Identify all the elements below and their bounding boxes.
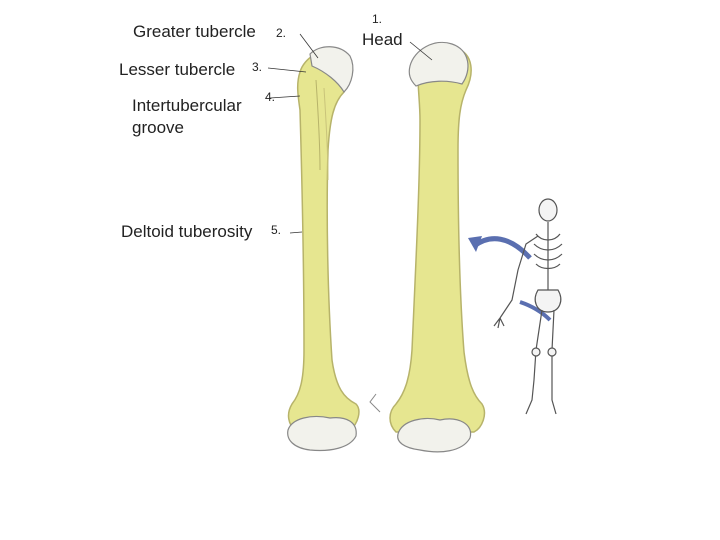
humerus-posterior-shaft [389,45,486,433]
humerus-anterior-shaft [287,49,360,433]
label-lesser-tubercle: Lesser tubercle [119,60,236,79]
humerus-anterior-head [309,46,354,93]
label-greater-tubercle: Greater tubercle [133,22,256,41]
leader-lesser-tubercle [267,67,307,73]
label-intertubercular-line1: Intertubercular [132,96,242,115]
pelvis [534,289,562,313]
leader-head [409,41,433,61]
humerus-anterior-view [287,46,360,452]
humerus-posterior-view [369,41,486,453]
humerus-posterior-distal-end [397,417,472,453]
label-deltoid-tuberosity: Deltoid tuberosity [121,222,253,241]
number-4: 4. [265,90,276,104]
raised-arm [499,235,539,319]
skull [538,198,558,222]
leader-lines [267,33,433,234]
label-head: Head [362,30,403,49]
humerus-anterior-distal-end [287,415,357,452]
leader-intertubercular-groove [269,95,301,99]
number-5: 5. [271,223,282,237]
skeleton-figure [493,198,563,415]
number-3: 3. [252,60,263,74]
right-leg [551,309,557,415]
rotation-arrow [468,236,552,322]
number-2: 2. [276,26,287,40]
left-leg [525,309,543,415]
leader-greater-tubercle [299,33,319,59]
leader-deltoid-tuberosity [289,231,303,234]
label-intertubercular-line2: groove [132,118,184,137]
number-1: 1. [372,12,383,26]
